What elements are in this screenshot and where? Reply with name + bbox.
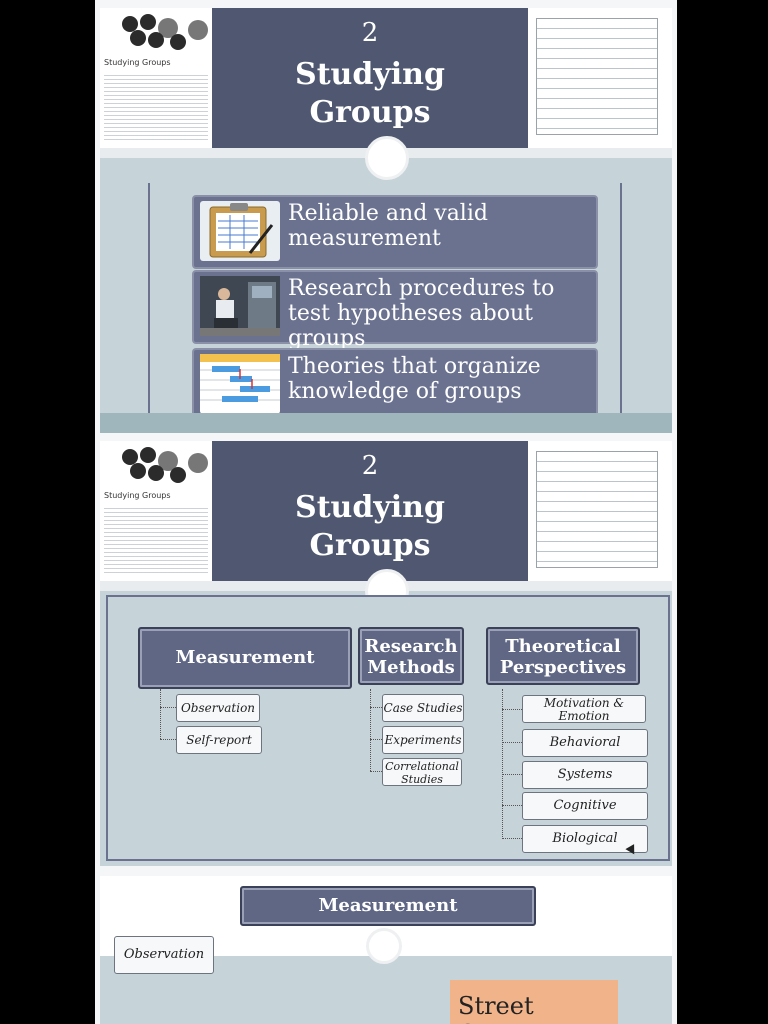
connector xyxy=(502,805,522,806)
list-item-text: Research procedures to test hypotheses a… xyxy=(288,276,555,351)
subitem-correlational-studies[interactable]: Correlational Studies xyxy=(382,758,462,786)
slide-bottom-band xyxy=(100,413,672,433)
connector xyxy=(502,774,522,775)
molecule-graphic xyxy=(114,447,214,487)
heading-research-methods[interactable]: Research Methods xyxy=(358,627,464,685)
chapter-thumbnail: Studying Groups xyxy=(100,8,212,148)
heading-theoretical-perspectives[interactable]: Theoretical Perspectives xyxy=(486,627,640,685)
circle-ornament xyxy=(365,136,409,180)
list-item-text: Reliable and valid measurement xyxy=(288,201,488,251)
slide-3[interactable]: Measurement Observation Street Corner xyxy=(100,876,672,1024)
connector xyxy=(370,689,371,771)
flow-diagram-thumbnail xyxy=(528,8,666,148)
circle-ornament xyxy=(366,928,402,964)
chapter-number: 2 xyxy=(361,451,379,481)
connector xyxy=(160,689,161,739)
connector xyxy=(502,689,503,839)
subitem-observation[interactable]: Observation xyxy=(176,694,260,722)
connector xyxy=(502,709,522,710)
subitem-motivation-emotion[interactable]: Motivation & Emotion xyxy=(522,695,646,723)
subitem-biological[interactable]: Biological xyxy=(522,825,648,853)
subitem-systems[interactable]: Systems xyxy=(522,761,648,789)
list-item[interactable]: Theories that organize knowledge of grou… xyxy=(192,348,598,424)
title-band xyxy=(212,441,528,581)
gantt-chart-icon xyxy=(200,354,280,414)
subitem-experiments[interactable]: Experiments xyxy=(382,726,464,754)
connector xyxy=(370,739,382,740)
thumbnail-title: Studying Groups xyxy=(104,58,171,67)
list-item-text: Theories that organize knowledge of grou… xyxy=(288,354,541,404)
chapter-number: 2 xyxy=(361,18,379,48)
heading-measurement[interactable]: Measurement xyxy=(138,627,352,689)
connector xyxy=(502,742,522,743)
subitem-observation[interactable]: Observation xyxy=(114,936,214,974)
list-item[interactable]: Reliable and valid measurement xyxy=(192,195,598,269)
thumbnail-title: Studying Groups xyxy=(104,491,171,500)
thumbnail-text-lines xyxy=(104,72,208,142)
thumbnail-text-lines xyxy=(104,505,208,575)
subitem-behavioral[interactable]: Behavioral xyxy=(522,729,648,757)
heading-measurement[interactable]: Measurement xyxy=(240,886,536,926)
research-photo xyxy=(200,276,280,336)
connector xyxy=(160,707,176,708)
book-title: Street Corner xyxy=(458,992,543,1024)
connector xyxy=(502,838,522,839)
molecule-graphic xyxy=(114,14,214,54)
connector xyxy=(370,707,382,708)
flow-diagram-thumbnail xyxy=(528,441,666,581)
title-band xyxy=(212,8,528,148)
flow-diagram xyxy=(536,18,658,135)
clipboard-icon xyxy=(200,201,280,261)
subitem-case-studies[interactable]: Case Studies xyxy=(382,694,464,722)
subitem-cognitive[interactable]: Cognitive xyxy=(522,792,648,820)
chapter-thumbnail: Studying Groups xyxy=(100,441,212,581)
connector xyxy=(160,739,176,740)
flow-diagram xyxy=(536,451,658,568)
subitem-self-report[interactable]: Self-report xyxy=(176,726,262,754)
list-item[interactable]: Research procedures to test hypotheses a… xyxy=(192,270,598,351)
connector xyxy=(370,771,382,772)
book-cover: Street Corner xyxy=(450,980,618,1024)
